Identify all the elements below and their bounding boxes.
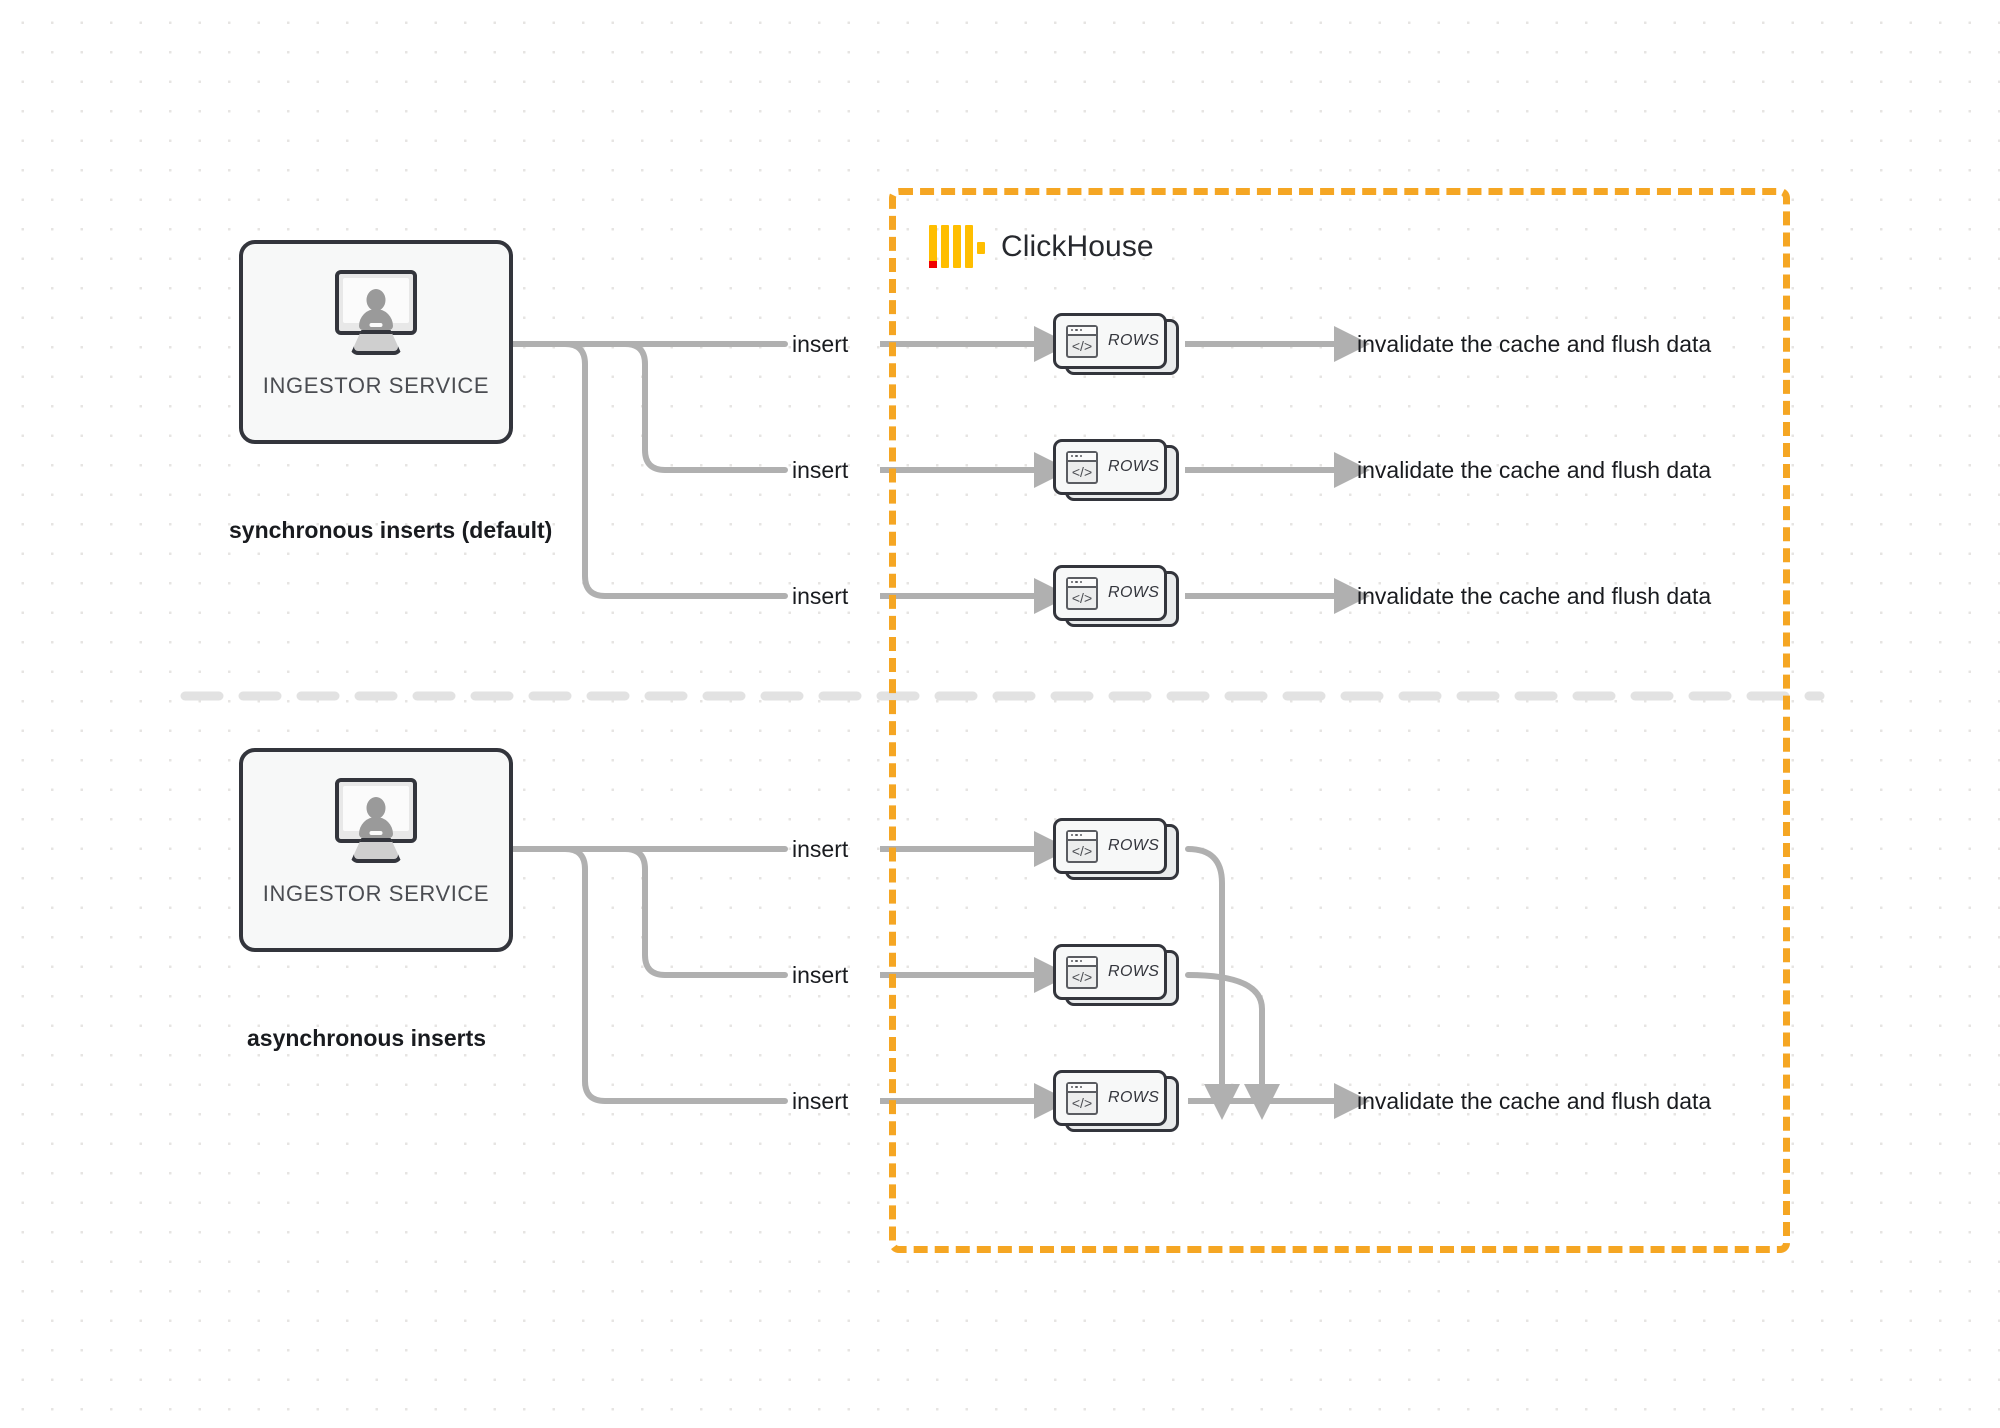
insert-label-sync-3: insert [792,583,849,609]
rows-node-sync-3[interactable]: </> ROWS [1053,565,1179,627]
ingestor-service-sync[interactable]: INGESTOR SERVICE [239,240,513,444]
rows-node-async-3[interactable]: </> ROWS [1053,1070,1179,1132]
code-window-icon: </> [1066,829,1098,863]
edge-async-branch-2 [510,846,788,978]
clickhouse-title: ClickHouse [1001,229,1154,263]
code-window-icon: </> [1066,1081,1098,1115]
rows-label: ROWS [1108,837,1160,854]
rows-label: ROWS [1108,458,1160,475]
clickhouse-logo [929,225,985,268]
monitor-user-icon [330,778,422,863]
insert-label-sync-2: insert [792,457,849,483]
result-label-sync-2: invalidate the cache and flush data [1357,457,1712,483]
edge-async-branch-3 [510,846,788,1104]
section-caption-async: asynchronous inserts [247,1025,487,1051]
rows-node-async-1[interactable]: </> ROWS [1053,818,1179,880]
rows-label: ROWS [1108,332,1160,349]
code-window-icon: </> [1066,955,1098,989]
section-caption-sync: synchronous inserts (default) [229,517,553,543]
rows-label: ROWS [1108,963,1160,980]
rows-node-sync-2[interactable]: </> ROWS [1053,439,1179,501]
insert-label-async-2: insert [792,962,849,988]
edge-sync-branch-3 [510,341,788,599]
rows-label: ROWS [1108,584,1160,601]
monitor-user-icon [330,270,422,355]
insert-label-sync-1: insert [792,331,849,357]
clickhouse-boundary [889,188,1790,1253]
rows-label: ROWS [1108,1089,1160,1106]
insert-label-async-3: insert [792,1088,849,1114]
code-window-icon: </> [1066,324,1098,358]
edge-sync-branch-2 [510,341,788,473]
ingestor-service-async[interactable]: INGESTOR SERVICE [239,748,513,952]
result-label-async-merged: invalidate the cache and flush data [1357,1088,1712,1114]
result-label-sync-3: invalidate the cache and flush data [1357,583,1712,609]
clickhouse-header: ClickHouse [929,225,1154,268]
ingestor-label: INGESTOR SERVICE [262,881,490,906]
result-label-sync-1: invalidate the cache and flush data [1357,331,1712,357]
ingestor-label: INGESTOR SERVICE [262,373,490,398]
rows-node-async-2[interactable]: </> ROWS [1053,944,1179,1006]
code-window-icon: </> [1066,450,1098,484]
insert-label-async-1: insert [792,836,849,862]
rows-node-sync-1[interactable]: </> ROWS [1053,313,1179,375]
code-window-icon: </> [1066,576,1098,610]
